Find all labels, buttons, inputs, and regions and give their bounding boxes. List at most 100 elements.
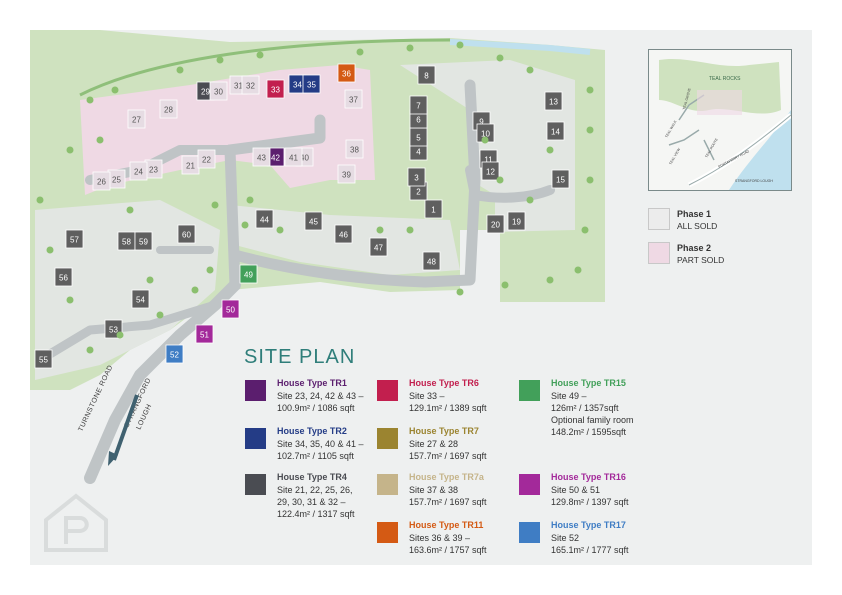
- plot-number: 34: [293, 81, 302, 90]
- plot-box: [409, 95, 428, 115]
- plot-19[interactable]: 19: [507, 211, 526, 231]
- plot-box: [197, 149, 216, 169]
- plot-45[interactable]: 45: [304, 211, 323, 231]
- plot-25[interactable]: 25: [107, 169, 126, 189]
- plot-number: 9: [479, 118, 484, 127]
- tree-icon: [496, 176, 504, 184]
- plot-36[interactable]: 36: [337, 63, 356, 83]
- legend-swatch: [519, 522, 540, 543]
- plot-49[interactable]: 49: [239, 264, 258, 284]
- phase-1-title: Phase 1: [677, 209, 712, 219]
- plot-51[interactable]: 51: [195, 324, 214, 344]
- tree-icon: [46, 246, 54, 254]
- legend-line: Optional family room: [551, 415, 634, 425]
- plot-2[interactable]: 2: [409, 181, 428, 201]
- plot-number: 28: [164, 106, 173, 115]
- plot-37[interactable]: 37: [344, 89, 363, 109]
- legend-line: Site 52: [551, 533, 580, 543]
- legend-house-type-name: House Type TR17: [551, 520, 626, 530]
- plot-box: [209, 81, 228, 101]
- plot-57[interactable]: 57: [65, 229, 84, 249]
- tree-icon: [496, 54, 504, 62]
- inset-label-portaferry: PORTAFERRY ROAD: [718, 149, 751, 169]
- plot-59[interactable]: 59: [134, 231, 153, 251]
- plot-box: [131, 289, 150, 309]
- plot-box: [546, 121, 565, 141]
- plot-10[interactable]: 10: [476, 123, 495, 143]
- plot-3[interactable]: 3: [407, 167, 426, 187]
- plot-15[interactable]: 15: [551, 169, 570, 189]
- plot-12[interactable]: 12: [481, 161, 500, 181]
- plot-47[interactable]: 47: [369, 237, 388, 257]
- plot-number: 6: [416, 116, 421, 125]
- plot-box: [241, 75, 260, 95]
- plot-34[interactable]: 34: [288, 74, 307, 94]
- plot-43[interactable]: 43: [252, 147, 271, 167]
- plot-21[interactable]: 21: [181, 155, 200, 175]
- legend-swatch: [377, 474, 398, 495]
- plot-35[interactable]: 35: [302, 74, 321, 94]
- plot-box: [177, 224, 196, 244]
- plot-58[interactable]: 58: [117, 231, 136, 251]
- plot-28[interactable]: 28: [159, 99, 178, 119]
- plot-box: [221, 299, 240, 319]
- inset-label-teal-view: TEAL VIEW: [668, 147, 681, 166]
- plot-52[interactable]: 52: [165, 344, 184, 364]
- plot-26[interactable]: 26: [92, 171, 111, 191]
- plot-32[interactable]: 32: [241, 75, 260, 95]
- plot-1[interactable]: 1: [424, 199, 443, 219]
- inset-label-teal-walk: TEAL WALK: [664, 119, 677, 138]
- plot-38[interactable]: 38: [345, 139, 364, 159]
- plot-box: [159, 99, 178, 119]
- legend-line: Site 37 & 38: [409, 485, 459, 495]
- plot-54[interactable]: 54: [131, 289, 150, 309]
- plot-56[interactable]: 56: [54, 267, 73, 287]
- plot-50[interactable]: 50: [221, 299, 240, 319]
- plot-41[interactable]: 41: [284, 147, 303, 167]
- plot-7[interactable]: 7: [409, 95, 428, 115]
- legend-line: 157.7m² / 1697 sqft: [409, 451, 487, 461]
- plot-20[interactable]: 20: [486, 214, 505, 234]
- tree-icon: [546, 276, 554, 284]
- plot-box: [165, 344, 184, 364]
- tree-icon: [126, 206, 134, 214]
- legend-house-type-name: House Type TR16: [551, 472, 626, 482]
- plot-5[interactable]: 5: [409, 127, 428, 147]
- plot-48[interactable]: 48: [422, 251, 441, 271]
- legend-description: Site 34, 35, 40 & 41 –102.7m² / 1105 sqf…: [277, 438, 397, 462]
- plot-number: 2: [416, 188, 421, 197]
- legend-line: Site 23, 24, 42 & 43 –: [277, 391, 364, 401]
- legend-house-type-name: House Type TR11: [409, 520, 484, 530]
- plot-24[interactable]: 24: [129, 161, 148, 181]
- plot-55[interactable]: 55: [34, 349, 53, 369]
- plot-30[interactable]: 30: [209, 81, 228, 101]
- plot-23[interactable]: 23: [144, 159, 163, 179]
- plot-44[interactable]: 44: [255, 209, 274, 229]
- plot-33[interactable]: 33: [266, 79, 285, 99]
- tree-icon: [574, 266, 582, 274]
- legend-line: Sites 36 & 39 –: [409, 533, 471, 543]
- plot-8[interactable]: 8: [417, 65, 436, 85]
- plot-14[interactable]: 14: [546, 121, 565, 141]
- phase1-area: [400, 60, 575, 232]
- plot-46[interactable]: 46: [334, 224, 353, 244]
- plot-number: 22: [202, 156, 211, 165]
- legend-description: Site 23, 24, 42 & 43 – 100.9m² / 1086 sqf…: [277, 390, 397, 414]
- plot-layer: 1234567891011121314151920212223242526272…: [34, 63, 570, 369]
- plot-number: 45: [309, 218, 318, 227]
- plot-27[interactable]: 27: [127, 109, 146, 129]
- tree-icon: [156, 311, 164, 319]
- plot-number: 49: [244, 271, 253, 280]
- plot-60[interactable]: 60: [177, 224, 196, 244]
- plot-number: 30: [214, 88, 223, 97]
- plot-box: [266, 79, 285, 99]
- plot-39[interactable]: 39: [337, 164, 356, 184]
- legend-line: 100.9m² / 1086 sqft: [277, 403, 355, 413]
- plot-box: [369, 237, 388, 257]
- plot-13[interactable]: 13: [544, 91, 563, 111]
- inset-label-lough: STRANGFORD LOUGH: [735, 179, 773, 183]
- plot-box: [127, 109, 146, 129]
- legend-line: Site 33 –: [409, 391, 445, 401]
- plot-22[interactable]: 22: [197, 149, 216, 169]
